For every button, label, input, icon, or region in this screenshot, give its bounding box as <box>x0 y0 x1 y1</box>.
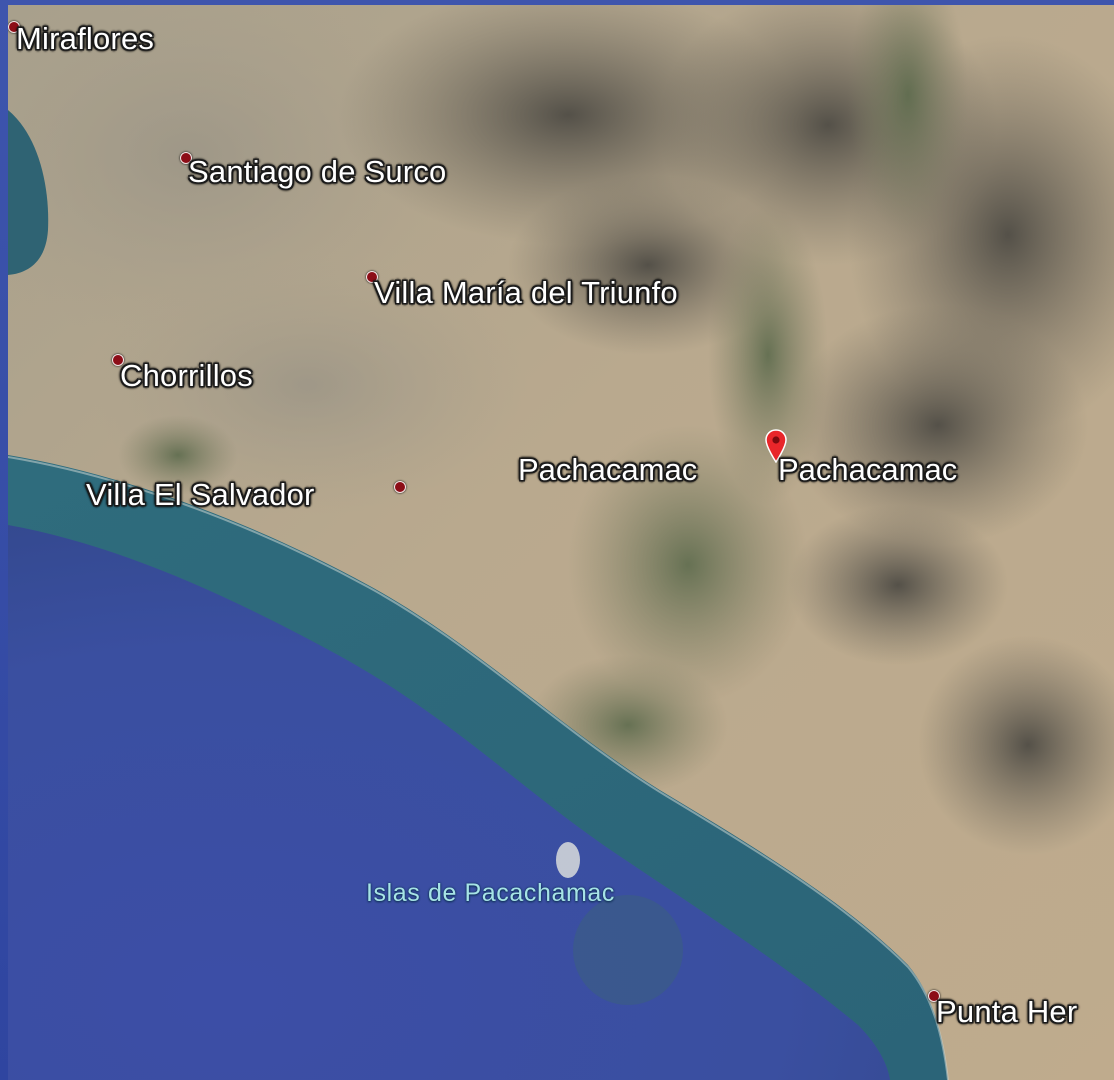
place-marker-icon <box>8 21 20 33</box>
water-label-islas: Islas de Pacachamac <box>366 879 616 907</box>
place-marker-icon <box>112 354 124 366</box>
place-marker-icon <box>928 990 940 1002</box>
place-label: Chorrillos <box>120 358 253 393</box>
place-marker-icon <box>366 271 378 283</box>
place-label: Punta Her <box>936 994 1078 1029</box>
place-label: Villa El Salvador <box>86 477 315 512</box>
place-label: Villa María del Triunfo <box>374 275 678 310</box>
place-label: Santiago de Surco <box>188 154 447 189</box>
location-pin-icon[interactable] <box>764 429 788 463</box>
pin-label-left: Pachacamac <box>518 452 698 487</box>
place-marker-icon <box>394 481 406 493</box>
terrain-imagery <box>8 5 1114 1080</box>
pin-label-right: Pachacamac <box>778 452 958 487</box>
place-marker-icon <box>180 152 192 164</box>
satellite-map[interactable]: Miraflores Santiago de Surco Villa María… <box>8 5 1114 1080</box>
place-label: Miraflores <box>16 21 155 56</box>
